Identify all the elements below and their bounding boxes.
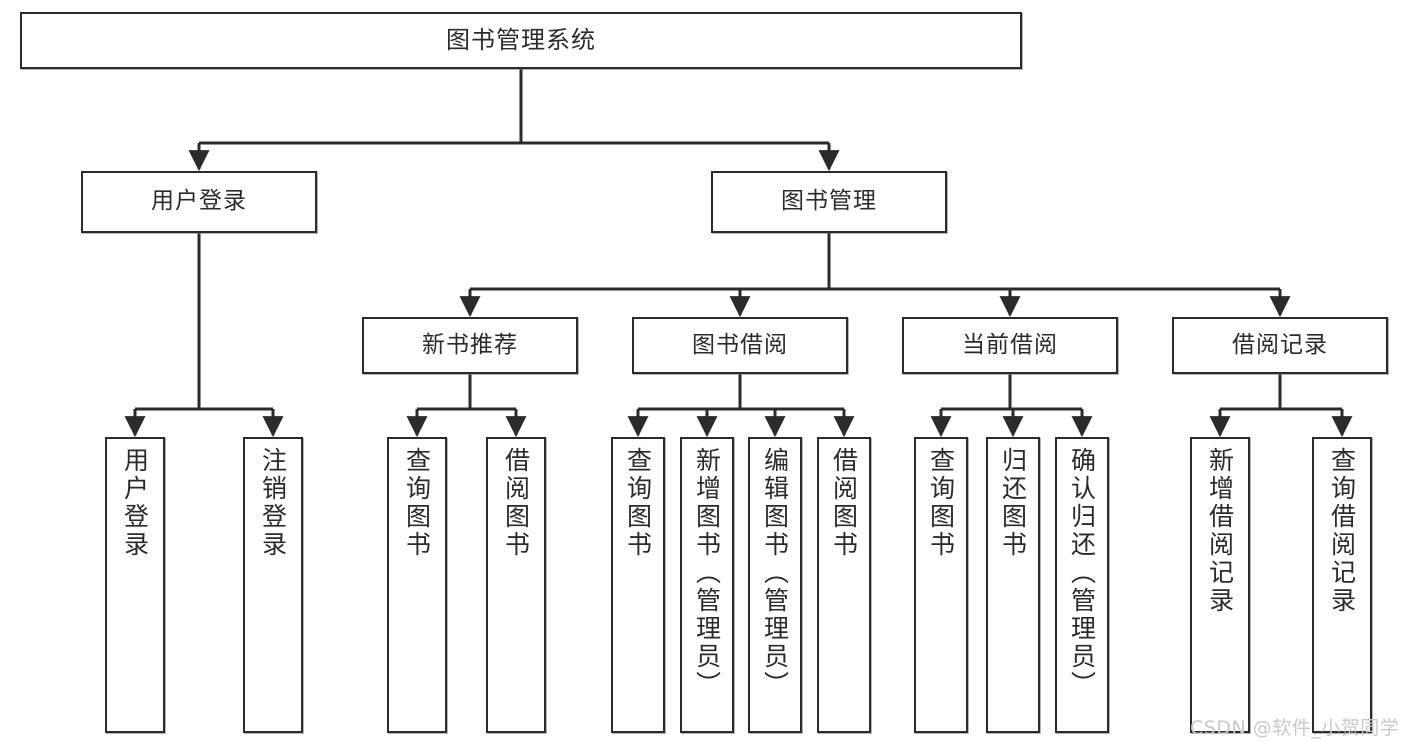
node-label: 图书管理 bbox=[781, 188, 877, 215]
node-leaf-query-book-1[interactable]: 查询图书 bbox=[387, 437, 447, 733]
node-label: 新增借阅记录 bbox=[1205, 447, 1235, 615]
node-leaf-borrow-book-2[interactable]: 借阅图书 bbox=[817, 437, 871, 733]
node-label: 查询图书 bbox=[402, 447, 432, 559]
node-leaf-add-log[interactable]: 新增借阅记录 bbox=[1190, 437, 1250, 733]
node-borrow-log[interactable]: 借阅记录 bbox=[1172, 317, 1388, 374]
node-book-borrow[interactable]: 图书借阅 bbox=[632, 317, 848, 374]
node-label: 查询借阅记录 bbox=[1327, 447, 1357, 615]
node-label: 用户登录 bbox=[120, 447, 150, 559]
node-leaf-return-book[interactable]: 归还图书 bbox=[986, 437, 1040, 733]
node-user-login[interactable]: 用户登录 bbox=[81, 171, 317, 233]
node-label: 图书管理系统 bbox=[446, 26, 596, 55]
watermark-text: CSDN @软件_小贺同学 bbox=[1190, 717, 1400, 739]
node-leaf-query-log[interactable]: 查询借阅记录 bbox=[1312, 437, 1372, 733]
node-label: 图书借阅 bbox=[692, 331, 788, 358]
node-leaf-add-book[interactable]: 新增图书（管理员） bbox=[680, 437, 734, 733]
node-new-book-rec[interactable]: 新书推荐 bbox=[362, 317, 578, 374]
node-label: 借阅记录 bbox=[1232, 331, 1328, 358]
node-label: 借阅图书 bbox=[829, 447, 859, 559]
node-book-manage[interactable]: 图书管理 bbox=[711, 171, 947, 233]
node-leaf-query-book-3[interactable]: 查询图书 bbox=[914, 437, 968, 733]
node-root[interactable]: 图书管理系统 bbox=[20, 12, 1022, 69]
node-label: 确认归还（管理员） bbox=[1067, 447, 1097, 699]
node-label: 用户登录 bbox=[151, 188, 247, 215]
node-label: 当前借阅 bbox=[962, 331, 1058, 358]
node-label: 编辑图书（管理员） bbox=[760, 447, 790, 699]
node-label: 查询图书 bbox=[623, 447, 653, 559]
node-label: 归还图书 bbox=[998, 447, 1028, 559]
node-leaf-user-login[interactable]: 用户登录 bbox=[105, 437, 165, 733]
node-label: 新书推荐 bbox=[422, 331, 518, 358]
node-leaf-user-logout[interactable]: 注销登录 bbox=[243, 437, 303, 733]
node-leaf-edit-book[interactable]: 编辑图书（管理员） bbox=[748, 437, 802, 733]
node-leaf-query-book-2[interactable]: 查询图书 bbox=[611, 437, 665, 733]
node-leaf-confirm-ret[interactable]: 确认归还（管理员） bbox=[1055, 437, 1109, 733]
node-leaf-borrow-book-1[interactable]: 借阅图书 bbox=[486, 437, 546, 733]
node-cur-borrow[interactable]: 当前借阅 bbox=[902, 317, 1118, 374]
node-label: 借阅图书 bbox=[501, 447, 531, 559]
node-label: 注销登录 bbox=[258, 447, 288, 559]
node-label: 查询图书 bbox=[926, 447, 956, 559]
node-label: 新增图书（管理员） bbox=[692, 447, 722, 699]
